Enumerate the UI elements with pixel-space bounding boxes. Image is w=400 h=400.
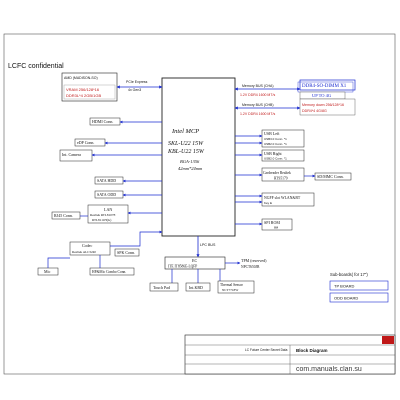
sheet-title: Block Diagram xyxy=(296,348,328,353)
hdmi-conn: HDMI Conn. xyxy=(92,119,113,124)
gpu-ddr: DDR3L*4 2GB/1GB xyxy=(66,93,101,98)
int-kbd: Int.KBD xyxy=(189,285,203,290)
touch-pad: Touch Pad xyxy=(153,285,170,290)
logo-mark xyxy=(382,336,394,344)
pcie-label: PCIe Express xyxy=(126,80,148,84)
lan-title: LAN xyxy=(104,207,112,212)
usb-left: USB Left xyxy=(264,131,280,136)
right-blocks: USB Left USB3.0 Conn. *1 USB2.0 Conn. *1… xyxy=(235,129,352,231)
gpu-name: AMD (MADISON-SO) xyxy=(64,76,98,80)
lpc-bus-label: LPC BUS xyxy=(200,243,216,247)
gpu-block: AMD (MADISON-SO) VRAM 256/128*16 DDR3L*4… xyxy=(61,72,118,102)
card-reader: Cardreader Realtek xyxy=(263,171,291,175)
lan-sub1: Realtek RTL8107E xyxy=(90,213,116,217)
spi-rom: SPI ROM xyxy=(264,220,280,225)
usb-left-sub: USB3.0 Conn. *1 xyxy=(264,137,287,141)
ec-sub: ITE IT8586E-LQFP xyxy=(168,265,197,269)
ngff-sub: Key E xyxy=(264,201,272,205)
watermark: com.manuals.clan.su xyxy=(296,366,362,373)
ec-title: EC xyxy=(192,258,197,263)
thermal-sensor: Thermal Sensor xyxy=(220,283,244,287)
memory-bus-b-sub: 1.2V DDR4 1600 MT/s xyxy=(240,112,275,116)
sodimm-sub: UP TO 4G xyxy=(312,93,332,98)
cpu-package: BGA-1356 xyxy=(180,159,200,164)
cpu-sku1: SKL-U22 15W xyxy=(168,141,204,147)
cpu-size: 42mm*24mm xyxy=(178,166,203,171)
memory-bus-a-sub: 1.2V DDR4 1600 MT/s xyxy=(240,93,275,97)
mic: Mic xyxy=(44,269,51,274)
spk-conn: SPK Conn. xyxy=(117,250,135,255)
subboards: Sub-boards( for 17") TP BOARD ODD BOARD xyxy=(329,272,389,303)
usb-right: USB Right xyxy=(264,151,283,156)
memory-section: Memory BUS (CHA) 1.2V DDR4 1600 MT/s DDR… xyxy=(234,79,356,116)
ec-section: LPC BUS EC ITE IT8586E-LQFP TPM (reserve… xyxy=(149,236,267,294)
codec-title: Codec xyxy=(82,243,92,248)
lan-sub2: RTL8111H(G) xyxy=(92,218,111,222)
spi-rom-sub: 8M xyxy=(274,226,279,230)
tp-board: TP BOARD xyxy=(334,284,354,289)
onboard-memory-sub: DDR4*4 4G/8G xyxy=(302,109,327,113)
tpm-sub: NPCT650JB xyxy=(241,265,260,269)
subboards-heading: Sub-boards( for 17") xyxy=(330,272,368,277)
combo-conn: HP&Mic Combo Conn. xyxy=(92,270,126,274)
sodimm-label: DDR4-SO-DIMM X1 xyxy=(302,84,347,89)
edp-conn: eDP Conn. xyxy=(77,140,94,145)
codec-sub: Realtek ALC3240 xyxy=(72,250,96,254)
sata-odd: SATA ODD xyxy=(97,192,116,197)
company-name: LC Future Center Secret Data xyxy=(245,348,288,352)
cpu-block: Intel MCP SKL-U22 15W KBL-U22 15W BGA-13… xyxy=(161,77,236,237)
card-reader-sub: RTS5179 xyxy=(274,177,288,181)
tpm: TPM (reserved) xyxy=(241,258,267,263)
gpu-vram: VRAM 256/128*16 xyxy=(66,87,100,92)
page-title: LCFC confidential xyxy=(8,63,64,70)
rj45-conn: RJ45 Conn. xyxy=(54,213,73,218)
cpu-name: Intel MCP xyxy=(171,128,199,135)
pcie-sublabel: 4x Gen3 xyxy=(128,88,141,92)
camera-conn: Int. Camera xyxy=(62,152,81,157)
usb-left-sub2: USB2.0 Conn. *1 xyxy=(264,142,287,146)
memory-bus-b: Memory BUS (CHB) xyxy=(242,103,274,107)
onboard-memory: Memory down 256/128*16 xyxy=(302,103,344,107)
memory-bus-a: Memory BUS (CHA) xyxy=(242,84,274,88)
sata-hdd: SATA HDD xyxy=(97,178,116,183)
ngff-slot: NGFF slot WLAN&BT xyxy=(264,196,301,200)
title-block: LC Future Center Secret Data Block Diagr… xyxy=(184,334,396,375)
left-blocks: HDMI Conn. eDP Conn. Int. Camera SATA HD… xyxy=(37,117,163,276)
usb-right-sub: USB2.0 Conn. *1 xyxy=(264,157,287,161)
thermal-sensor-sub: NCT7718W xyxy=(222,288,239,292)
cpu-sku2: KBL-U22 15W xyxy=(167,149,205,155)
sd-conn: SD/MMC Conn. xyxy=(317,174,344,179)
odd-board: ODD BOARD xyxy=(334,296,358,301)
